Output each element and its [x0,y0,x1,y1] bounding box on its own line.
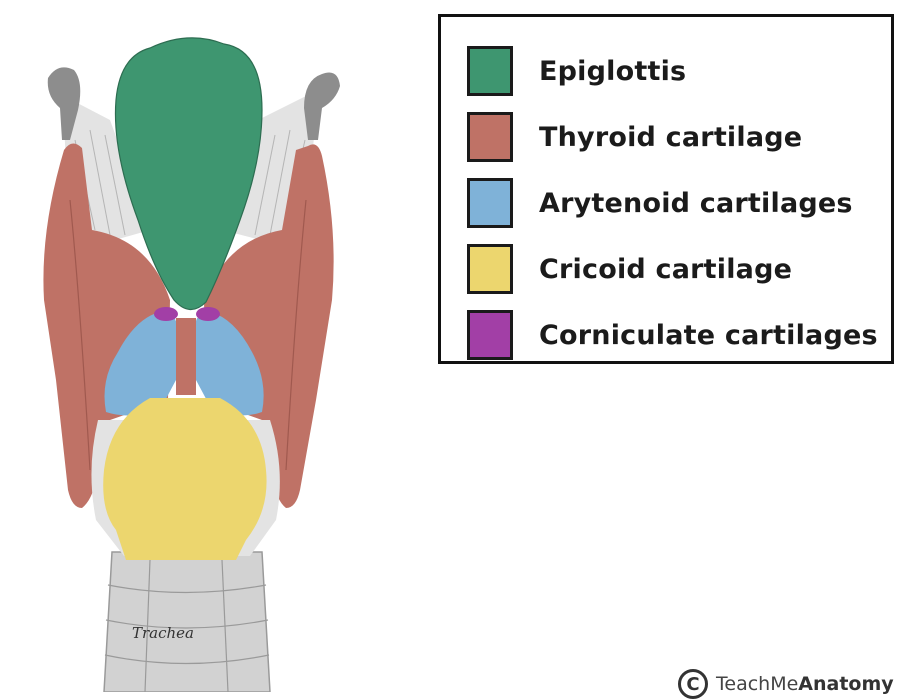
copyright-icon: C [678,669,708,699]
watermark: C TeachMe Anatomy [678,669,894,699]
legend-item-corniculate-cartilages: Corniculate cartilages [467,307,887,363]
legend-label-arytenoid-cartilages: Arytenoid cartilages [539,187,853,219]
arytenoid-right [194,311,264,416]
epiglottis [114,37,263,311]
interarytenoid-gap [176,318,196,395]
superior-horns [47,67,340,140]
corniculate-cartilages [154,307,220,321]
legend-swatch-cricoid-cartilage [467,244,513,294]
legend-swatch-corniculate-cartilages [467,310,513,360]
legend-label-corniculate-cartilages: Corniculate cartilages [539,319,878,351]
legend-box: Epiglottis Thyroid cartilage Arytenoid c… [438,14,894,364]
legend-item-epiglottis: Epiglottis [467,43,887,99]
larynx-illustration: Trachea [43,37,340,692]
legend-item-cricoid-cartilage: Cricoid cartilage [467,241,887,297]
watermark-brand-text: TeachMe [716,673,799,695]
horn-right [304,72,340,140]
corniculate-left [154,307,178,321]
arytenoid-cartilages [104,311,264,416]
legend-label-thyroid-cartilage: Thyroid cartilage [539,121,803,153]
legend-item-thyroid-cartilage: Thyroid cartilage [467,109,887,165]
legend-swatch-epiglottis [467,46,513,96]
trachea: Trachea [103,551,271,692]
watermark-brand-bold: Anatomy [798,673,894,695]
legend-swatch-thyroid-cartilage [467,112,513,162]
legend-swatch-arytenoid-cartilages [467,178,513,228]
legend-label-cricoid-cartilage: Cricoid cartilage [539,253,793,285]
trachea-label: Trachea [132,624,194,642]
legend-label-epiglottis: Epiglottis [539,55,687,87]
arytenoid-left [104,311,178,416]
horn-left [47,67,81,140]
cricoid-lamina [103,398,267,560]
legend-item-arytenoid-cartilages: Arytenoid cartilages [467,175,887,231]
thyroid-cartilage [43,143,334,509]
thyroid-right-lamina [204,144,334,508]
thyroid-left-lamina [43,143,170,509]
corniculate-right [196,307,220,321]
trachea-shape [103,551,271,692]
cricoid-cartilage [91,398,280,560]
